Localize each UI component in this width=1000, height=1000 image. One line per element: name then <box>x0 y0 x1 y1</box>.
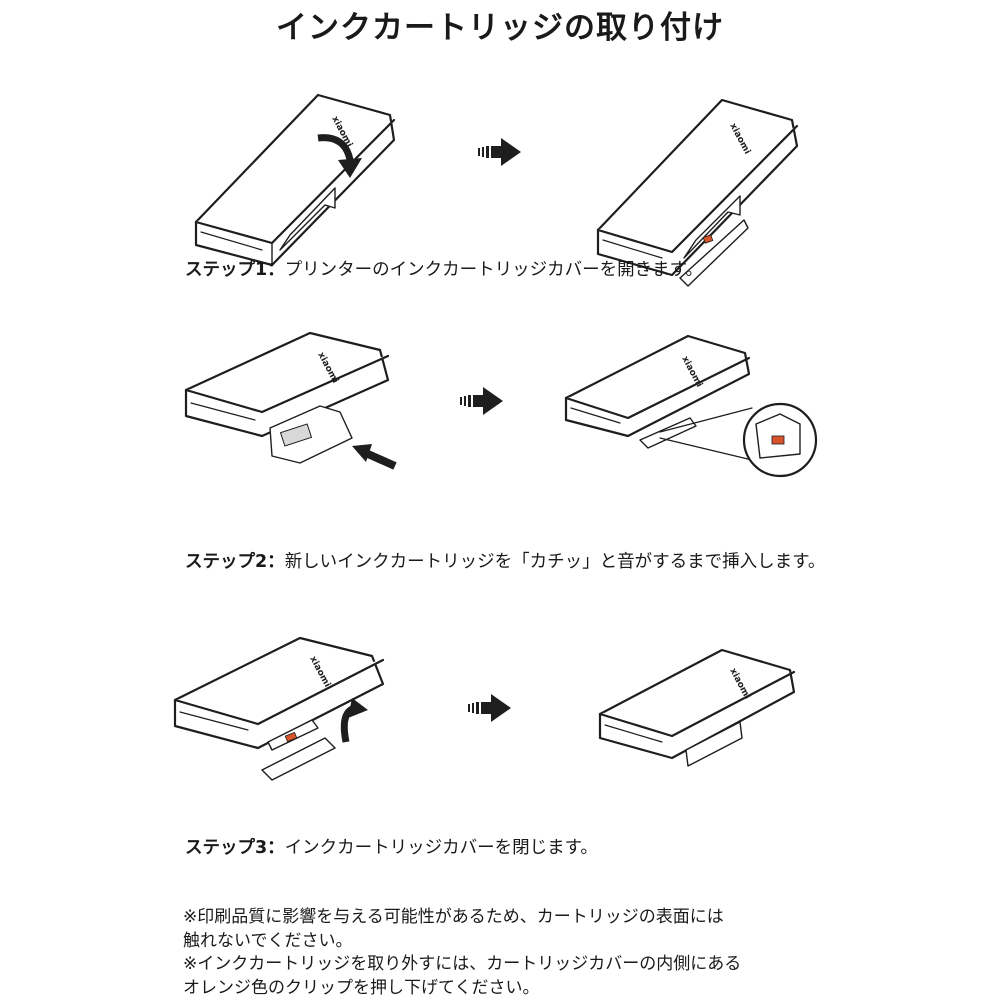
zoom-detail-illustration <box>742 402 818 478</box>
arrow-right-icon <box>478 138 521 166</box>
notes-block: ※印刷品質に影響を与える可能性があるため、カートリッジの表面には 触れないでくだ… <box>183 906 741 1000</box>
printer-closed-illustration: xiaomi <box>194 93 396 267</box>
printer-open-illustration: xiaomi <box>596 98 799 287</box>
step3-label: ステップ3： <box>185 838 285 858</box>
arrow-right-icon-2 <box>460 387 503 415</box>
step3-caption: ステップ3：インクカートリッジカバーを閉じます。 <box>185 834 598 859</box>
step2-illustration: xiaomi xiaomi <box>184 331 818 478</box>
step1-caption: ステップ1：プリンターのインクカートリッジカバーを開きます。 <box>185 256 703 281</box>
note-line: ※印刷品質に影響を与える可能性があるため、カートリッジの表面には <box>183 907 724 927</box>
note-line: オレンジ色のクリップを押し下げてください。 <box>183 977 540 998</box>
printer-closing-illustration: xiaomi <box>173 636 385 781</box>
step3-text: インクカートリッジカバーを閉じます。 <box>284 838 598 858</box>
printer-inserted-illustration: xiaomi <box>564 334 753 461</box>
step3-illustration: xiaomi xiaomi <box>173 636 796 781</box>
insert-arrow-icon <box>352 444 397 470</box>
printer-insert-illustration: xiaomi <box>184 331 390 464</box>
step2-label: ステップ2： <box>185 552 285 572</box>
note-line: 触れないでください。 <box>183 930 353 951</box>
page-title: インクカートリッジの取り付け <box>276 10 724 46</box>
step1-label: ステップ1： <box>185 260 285 280</box>
step2-caption: ステップ2：新しいインクカートリッジを「カチッ」と音がするまで挿入します。 <box>185 548 825 573</box>
note-line: ※インクカートリッジを取り外すには、カートリッジカバーの内側にある <box>183 954 742 974</box>
step2-text: 新しいインクカートリッジを「カチッ」と音がするまで挿入します。 <box>284 552 826 572</box>
printer-closed-final-illustration: xiaomi <box>598 648 796 767</box>
rotate-arrow-icon-2 <box>340 698 368 743</box>
arrow-right-icon-3 <box>468 694 511 722</box>
rotate-arrow-icon <box>317 134 362 178</box>
step1-illustration: xiaomi xiaomi <box>194 93 799 287</box>
step1-text: プリンターのインクカートリッジカバーを開きます。 <box>284 260 703 280</box>
